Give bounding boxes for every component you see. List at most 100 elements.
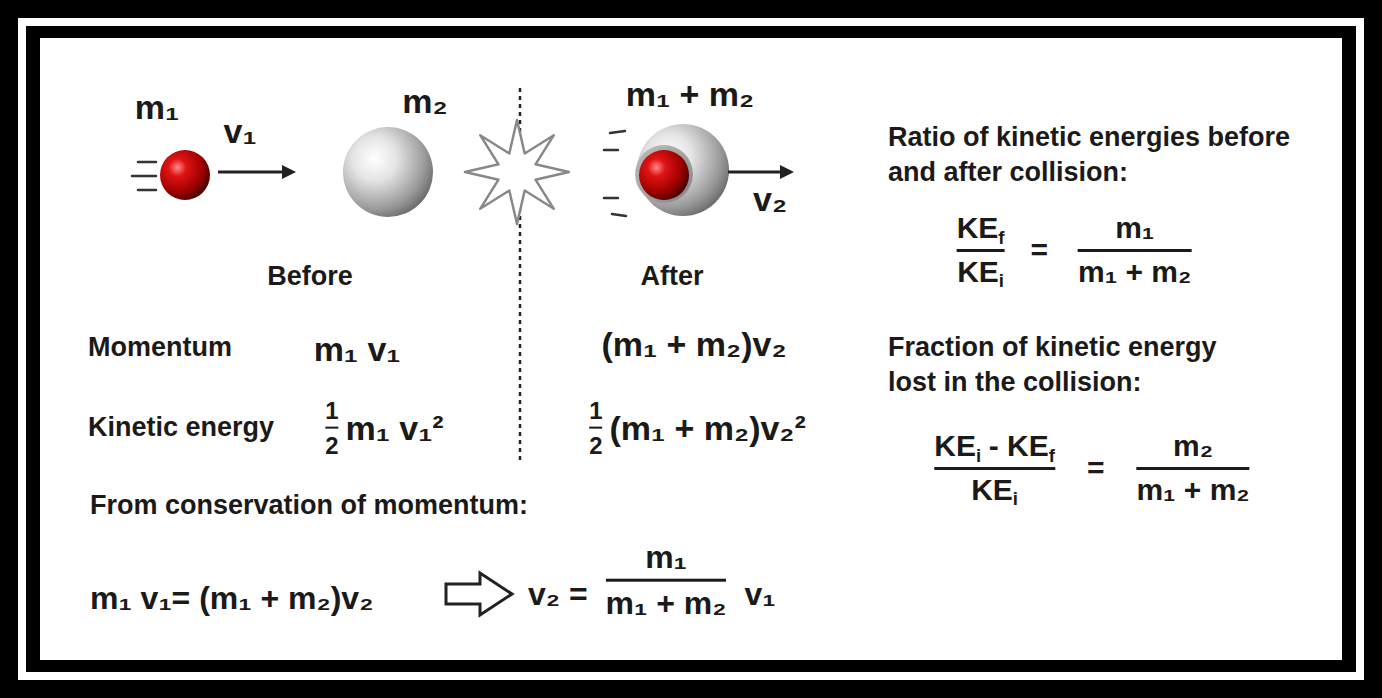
implies-arrow [446, 573, 512, 615]
formula-row: KEi- KEfKEi=m₂m₁ + m₂ [924, 429, 1259, 507]
formula-text: m₁ + m₂ [1136, 473, 1249, 508]
velocity-arrow [728, 171, 780, 174]
large-ball [343, 127, 433, 217]
formula-text: KE [971, 473, 1013, 508]
fraction-bar [934, 467, 1055, 470]
formula-row: 12(m₁ + m₂)v₂² [586, 397, 806, 460]
formula-text: - KE [989, 429, 1049, 464]
text-group: 12(m₁ + m₂)v₂² [586, 397, 806, 460]
formula-text: i [999, 270, 1004, 291]
formula-text: m₁ + m₂ [606, 585, 727, 622]
velocity-label: v₂ [753, 180, 787, 218]
panel [40, 38, 1342, 660]
text-group: v₂ [753, 180, 787, 219]
row-label: Kinetic energy [88, 412, 274, 442]
fraction-bar [957, 249, 1005, 252]
formula-text: KE [957, 211, 999, 246]
text-group: After [640, 261, 703, 292]
formula-row: KEfKEi=m₁m₁ + m₂ [951, 211, 1202, 289]
fraction: m₁ m₁ + m₂ [1068, 211, 1201, 289]
motion-lines [604, 131, 626, 216]
text-group: (m₁ + m₂)v₂ [601, 325, 786, 364]
fraction: m₁ m₁ + m₂ [596, 539, 737, 622]
impact-star [465, 120, 569, 224]
formula-text: (m₁ + m₂)v₂² [609, 408, 805, 447]
fraction-bar [589, 427, 602, 429]
text-group: Ratio of kinetic energies before and aft… [888, 120, 1318, 190]
fraction: m₂ m₁ + m₂ [1126, 429, 1259, 507]
formula-text: m₁ [645, 539, 687, 576]
formula-text: m₁ + m₂ [1078, 255, 1191, 290]
row-label: Momentum [88, 332, 232, 362]
small-ball [160, 150, 210, 200]
formula-row: 12m₁ v₁² [322, 397, 443, 460]
text-group: From conservation of momentum: [90, 490, 528, 521]
formula-text: KE [934, 429, 976, 464]
formula-text: = [1031, 233, 1049, 268]
formula-text: i [976, 445, 981, 466]
text-group: m₂ [402, 82, 447, 121]
formula-text: m₁ [1115, 211, 1154, 246]
formula-text: m₁ v₁² [346, 408, 444, 447]
formula-text: (m₁ + m₂)v₂ [601, 325, 786, 363]
text-group: m₁ v₁ [314, 330, 401, 369]
mass-label: m₂ [402, 82, 447, 120]
text-group: v₂ = m₁ m₁ + m₂ v₁ [528, 539, 775, 622]
text-group: Momentum [88, 332, 232, 363]
velocity-arrow [218, 171, 284, 174]
stage-label: After [640, 261, 703, 291]
formula-row: v₂ = m₁ m₁ + m₂ v₁ [528, 539, 775, 622]
text-group: m₁ + m₂ [626, 75, 754, 114]
fraction-bar [606, 579, 727, 582]
text-group: 12m₁ v₁² [322, 397, 443, 460]
fraction-bar [325, 427, 338, 429]
formula-text: i [1013, 488, 1018, 509]
text-group: Kinetic energy [88, 412, 274, 443]
formula-text: f [1049, 445, 1055, 466]
text-group: v₁ [224, 112, 257, 151]
motion-lines [132, 162, 156, 190]
formula-text: m₁ v₁ [314, 330, 401, 368]
fraction-bar [1136, 467, 1249, 470]
formula-text: v₁ [744, 576, 775, 613]
mass-label: m₁ [135, 88, 179, 126]
text-group: Fraction of kinetic energy lost in the c… [888, 330, 1248, 400]
formula-text: = [1087, 451, 1105, 486]
formula-text: m₂ [1173, 429, 1213, 464]
fraction: 12 [322, 397, 341, 460]
formula-text: v₂ = [528, 576, 588, 613]
formula-text: 1 [325, 397, 338, 424]
formula-row: KEi [957, 255, 1004, 290]
heading-text: Fraction of kinetic energy lost in the c… [888, 332, 1217, 397]
text-group: KEi- KEfKEi=m₂m₁ + m₂ [924, 429, 1259, 507]
fraction: KEi- KEfKEi [924, 429, 1065, 507]
formula-text: 2 [325, 432, 338, 459]
formula-text: m₁ v₁= (m₁ + m₂)v₂ [90, 580, 373, 616]
frame-line [18, 18, 1364, 680]
formula-row: KEi [971, 473, 1018, 508]
heading-text: Ratio of kinetic energies before and aft… [888, 122, 1290, 187]
embedded-ball [639, 150, 689, 200]
heading-text: From conservation of momentum: [90, 490, 528, 520]
combined-ball [637, 124, 729, 216]
fraction: KEfKEi [951, 211, 1011, 289]
frame-band [26, 26, 1356, 672]
formula-text: KE [957, 255, 999, 290]
text-group: KEfKEi=m₁m₁ + m₂ [951, 211, 1202, 289]
stage-label: Before [267, 261, 353, 291]
formula-text: f [998, 227, 1004, 248]
text-group: Before [267, 261, 353, 292]
fraction-bar [1078, 249, 1191, 252]
formula-text: 1 [589, 397, 602, 424]
ball-cavity [635, 145, 693, 203]
text-group: m₁ v₁= (m₁ + m₂)v₂ [90, 580, 373, 617]
fraction: 12 [586, 397, 605, 460]
formula-row: KEf [957, 211, 1005, 246]
arrow-head [780, 165, 794, 179]
arrow-head [282, 165, 296, 179]
text-group: m₁ [135, 88, 179, 127]
formula-text: 2 [589, 432, 602, 459]
formula-row: KEi - KEf [934, 429, 1055, 464]
